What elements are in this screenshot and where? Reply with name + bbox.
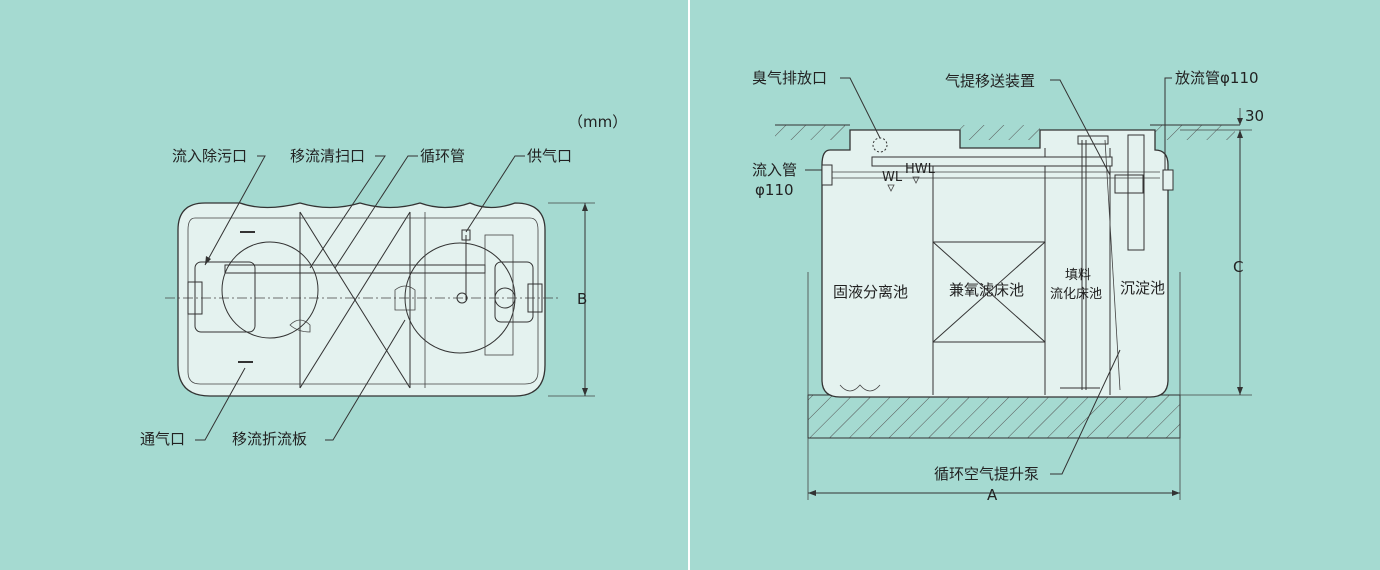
label-pump: 循环空气提升泵 [934, 465, 1039, 483]
plan-tank-outline [177, 202, 546, 397]
manhole-left [221, 241, 319, 339]
label-dim-c: C [1233, 258, 1243, 276]
foundation-slab [807, 394, 1181, 439]
dim-b-label: B [577, 290, 587, 308]
section-tank-outline [821, 129, 1169, 398]
label-airlift: 气提移送装置 [945, 72, 1035, 90]
section-view: WL HWL 固液分离池 兼氧滤床池 填料 流化床池 沉淀池 臭气排放口 气提移… [752, 69, 1264, 504]
label-transfer-cleanout: 移流清扫口 [290, 147, 365, 165]
label-dim-a: A [987, 486, 998, 504]
label-inflow-cleanout: 流入除污口 [172, 147, 247, 165]
label-air-supply: 供气口 [527, 147, 572, 165]
label-odor-vent: 臭气排放口 [752, 69, 827, 87]
airlift-box [494, 261, 534, 323]
label-inflow-pipe: 流入管 [752, 161, 797, 179]
label-discharge: 放流管φ110 [1175, 69, 1259, 87]
label-circulation-pipe: 循环管 [420, 147, 465, 165]
ground-left [775, 125, 845, 140]
circulation-pipe-section [871, 156, 1113, 167]
label-chamber-filter: 兼氧滤床池 [949, 281, 1024, 299]
label-baffle: 移流折流板 [232, 430, 307, 448]
inflow-box [194, 261, 256, 333]
unit-label: （mm） [568, 113, 627, 131]
label-wl: WL [882, 170, 903, 185]
filter-bed [932, 241, 1046, 343]
label-inflow-dia: φ110 [755, 181, 794, 199]
label-chamber-fluid-b: 流化床池 [1050, 287, 1102, 302]
label-chamber-settling: 沉淀池 [1120, 279, 1165, 297]
label-vent: 通气口 [140, 430, 185, 448]
ground-right [1155, 125, 1235, 140]
plan-view: （mm） [140, 113, 627, 448]
label-chamber-fluid-a: 填料 [1065, 268, 1091, 283]
baffle-cross-2 [299, 211, 411, 389]
label-chamber-solid-liquid: 固液分离池 [833, 283, 908, 301]
label-dim-30: 30 [1245, 107, 1264, 125]
label-hwl: HWL [905, 162, 936, 177]
